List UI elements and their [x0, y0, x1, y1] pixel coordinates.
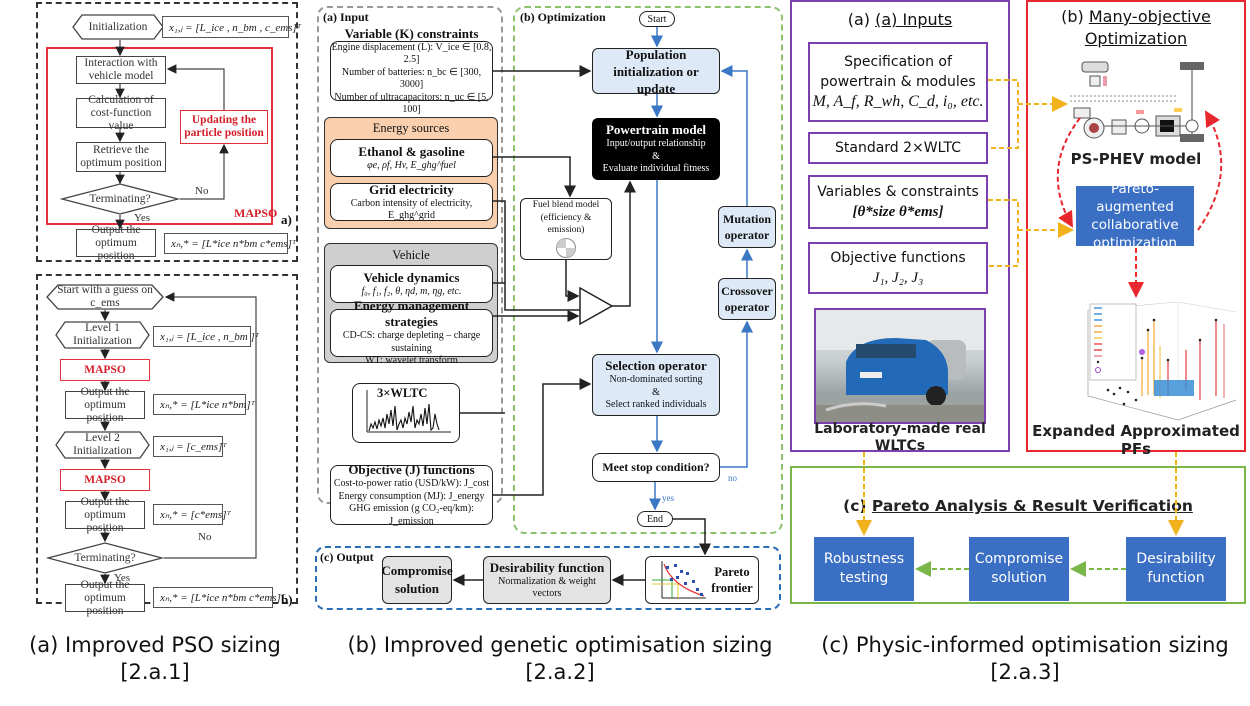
pso-output2-formula: xₙ,* = [c*ems]ᵀ	[153, 504, 231, 525]
ps-phev-schematic	[1070, 58, 1230, 148]
lab-photo	[814, 308, 986, 424]
mutation-operator-box: Mutation operator	[718, 206, 776, 248]
pso-init-formula: x₁,ⱼ = [L_ice , n_bm , c_ems]ᵀ	[162, 16, 301, 38]
pso-terminating-diamond: Terminating?	[60, 183, 180, 215]
input-title: (a) Input	[323, 10, 369, 24]
caption-b: (b) Improved genetic optimisation sizing…	[347, 633, 773, 684]
ethanol-box: Ethanol & gasoline φe, ρf, Hv, E_ghg^fue…	[330, 139, 493, 177]
pso2-yes-label: Yes	[114, 572, 131, 584]
pso-start-hexagon: Start with a guess on c_ems	[46, 284, 164, 310]
pso-output-formula: xₙ,* = [L*ice n*bm c*ems]ᵀ	[164, 233, 296, 254]
pso-step-retrieve: Retrieve the optimum position	[76, 142, 166, 172]
blend-pie-icon	[556, 237, 576, 258]
analysis-frame	[790, 466, 1246, 604]
analysis-title: (c) Pareto Analysis & Result Verificatio…	[843, 497, 1193, 515]
pso-output-box: Output the optimum position	[76, 224, 156, 262]
no-label: no	[728, 473, 737, 483]
wltc-title: 3×WLTC	[377, 386, 428, 400]
pso-init-hexagon: Initialization	[72, 14, 164, 40]
pso-output3-formula: xₙ,* = [L*ice n*bm c*ems]ᵀ	[153, 587, 285, 608]
spec-box: Specification of powertrain & modules M,…	[808, 42, 988, 122]
variable-constraints-title: Variable (K) constraints	[344, 25, 479, 41]
crossover-operator-box: Crossover operator	[718, 278, 776, 320]
variables-constraints-box: Variables & constraints [θ*size θ*ems]	[808, 175, 988, 229]
stop-condition-box: Meet stop condition?	[592, 453, 720, 482]
pso-tag-b: b)	[281, 592, 293, 607]
mapso-label: MAPSO	[234, 206, 278, 220]
pso-step-interaction: Interaction with vehicle model	[76, 56, 166, 84]
ps-phev-caption: PS-PHEV model	[1070, 150, 1202, 168]
caption-a: (a) Improved PSO sizing [2.a.1]	[29, 633, 281, 684]
hexagon-shape	[72, 14, 164, 40]
start-node[interactable]: Start	[639, 11, 675, 27]
many-objective-frame	[1026, 0, 1246, 452]
output-title: (c) Output	[320, 550, 374, 564]
pso-terminating2-diamond: Terminating?	[46, 542, 164, 574]
pso2-no-label: No	[198, 531, 212, 543]
pareto-augmented-box: Pareto-augmented collaborative optimizat…	[1076, 181, 1194, 251]
energy-sources-title: Energy sources	[372, 121, 450, 135]
pareto-frontier-box: Pareto frontier	[645, 556, 759, 604]
end-node: End	[637, 511, 673, 527]
vehicle-dynamics-box: Vehicle dynamics f₀, f₁, f₂, θ, ηd, m, η…	[330, 265, 493, 303]
pso-level2-formula: x₁,ⱼ = [c_ems]ᵀ	[153, 436, 227, 457]
pso-init-label: Initialization	[88, 20, 148, 33]
pso-output3-box: Output the optimum position	[65, 579, 145, 617]
objective-functions-box: Objective (J) functions Cost-to-power ra…	[330, 462, 493, 527]
desirability-function-c-box: Desirability function	[1126, 537, 1226, 601]
pso-level1-hexagon: Level 1 Initialization	[55, 321, 150, 349]
vehicle-on-dyno-image	[816, 310, 984, 422]
inputs-title: (a) (a) Inputs	[847, 10, 953, 29]
selection-operator-box: Selection operator Non-dominated sorting…	[592, 354, 720, 416]
lab-caption: Laboratory-made real WLTCs	[814, 421, 986, 454]
pso-top-frame	[36, 2, 298, 262]
desirability-function-box: Desirability function Normalization & we…	[483, 556, 611, 604]
wltc-plot-box: 3×WLTC	[352, 383, 460, 443]
pf-3d-plot	[1058, 300, 1238, 422]
grid-electricity-box: Grid electricity Carbon intensity of ele…	[330, 182, 493, 221]
population-box: Population initialization or update	[592, 47, 720, 96]
ems-box: Energy management strategies CD-CS: char…	[330, 298, 493, 366]
robustness-testing-box: Robustness testing	[814, 537, 914, 601]
variable-line: Engine displacement (L): V_ice ∈ [0.8, 2…	[331, 41, 492, 66]
pso-level2-hexagon: Level 2 Initialization	[55, 431, 150, 459]
pso-tag-a: a)	[281, 212, 292, 227]
pso-level1-formula: x₁,ⱼ = [L_ice , n_bm ]ᵀ	[153, 326, 259, 347]
output-frame	[315, 546, 781, 610]
wltc-speed-trace	[366, 390, 451, 433]
pso-output2-box: Output the optimum position	[65, 496, 145, 534]
compromise-solution-box: Compromise solution	[381, 556, 453, 604]
pf-scatter-plot	[1087, 301, 1237, 421]
yes-label: yes	[662, 493, 674, 503]
pso-output1-box: Output the optimum position	[65, 386, 145, 424]
standard-wltc-box: Standard 2×WLTC	[808, 132, 988, 164]
compromise-solution-c-box: Compromise solution	[969, 537, 1069, 601]
pso-output1-formula: xₙ,* = [L*ice n*bm]ᵀ	[153, 394, 255, 415]
pso-no-label: No	[195, 185, 209, 197]
powertrain-model-box: Powertrain model Input/output relationsh…	[592, 118, 720, 180]
caption-c: (c) Physic-informed optimisation sizing …	[821, 633, 1229, 684]
variable-line: Number of batteries: n_bc ∈ [300, 3000]	[341, 66, 482, 91]
fuel-blend-box: Fuel blend model (efficiency & emission)	[520, 198, 612, 260]
pso-step-costfn: Calculation of cost-function value	[76, 94, 166, 132]
objective-functions-c-box: Objective functions J₁, J₂, J₃	[808, 242, 988, 294]
pareto-frontier-label: Pareto frontier	[711, 565, 753, 595]
many-objective-title: (b) Many-objective Optimization	[1061, 7, 1211, 48]
pf-caption: Expanded Approximated PFs	[1032, 422, 1240, 458]
optimization-title: (b) Optimization	[520, 10, 606, 24]
variable-line: Number of ultracapacitors: n_uc ∈ [5, 10…	[334, 91, 489, 116]
mapso-frame	[46, 47, 273, 225]
vehicle-title: Vehicle	[392, 248, 430, 262]
variable-constraints-box: Variable (K) constraints Engine displace…	[330, 26, 493, 115]
pso-mapso2-box: MAPSO	[60, 469, 150, 491]
pso-update-box: Updating the particle position	[180, 110, 268, 144]
pso-mapso1-box: MAPSO	[60, 359, 150, 381]
pareto-mini-plot	[652, 561, 706, 599]
pso-yes-label: Yes	[134, 212, 151, 224]
